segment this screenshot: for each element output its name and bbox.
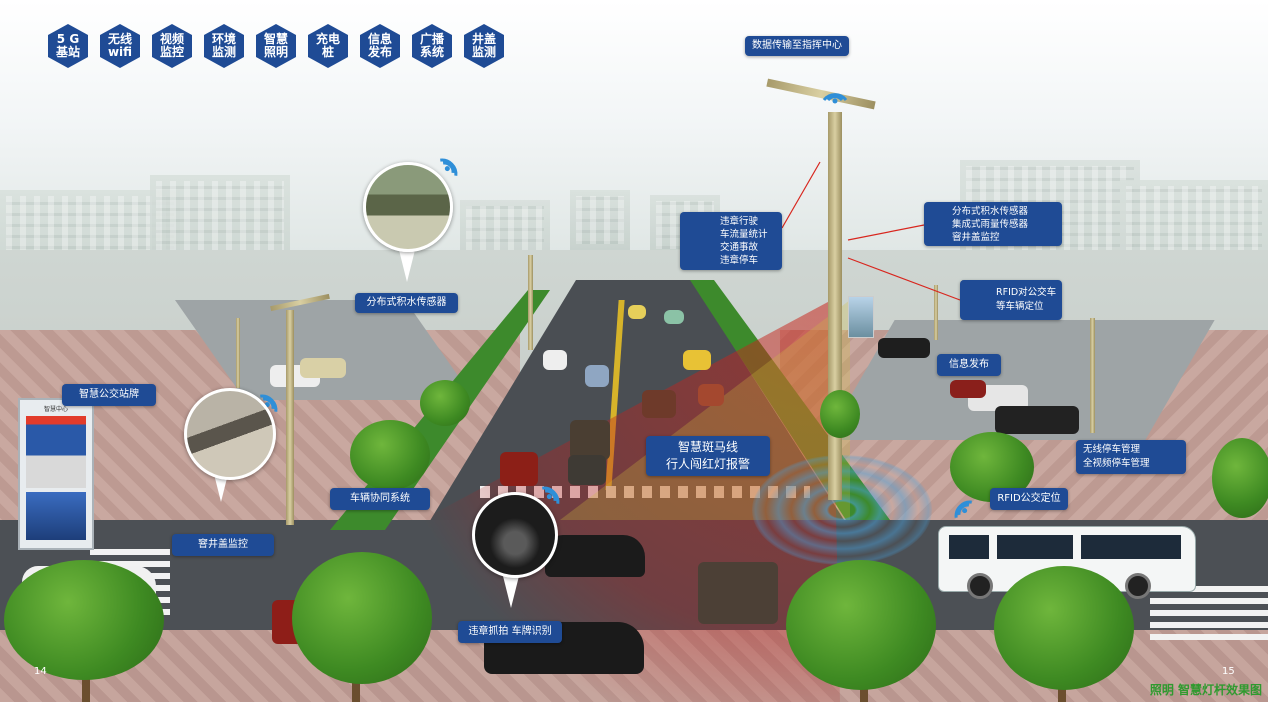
bus-wheel (1125, 573, 1151, 599)
kiosk-screen (26, 416, 86, 488)
car (642, 390, 676, 418)
label-info-release: 信息发布 (937, 354, 1001, 376)
tree (786, 560, 936, 690)
street-pole (236, 318, 240, 388)
wifi-icon (440, 158, 458, 176)
car (698, 384, 724, 406)
connector-line (847, 224, 925, 241)
bubble-pointer (502, 572, 520, 608)
signal-rings (752, 455, 932, 565)
car (664, 310, 684, 324)
street-pole (286, 310, 294, 525)
car (950, 380, 986, 398)
street-pole (934, 285, 938, 340)
car (878, 338, 930, 358)
tree (420, 380, 470, 426)
tree (292, 552, 432, 684)
label-smart-bus-stop: 智慧公交站牌 (62, 384, 156, 406)
bubble-pointer (398, 246, 416, 282)
label-vehicle-coop: 车辆协同系统 (330, 488, 430, 510)
label-sensors: 分布式积水传感器 集成式雨量传感器 窨井盖监控 (924, 202, 1062, 246)
page-number-left: 14 (34, 666, 47, 677)
bus-window (949, 535, 989, 559)
label-rfid-bus-position: RFID公交定位 (990, 488, 1068, 510)
car (543, 350, 567, 370)
label-water-sensor: 分布式积水传感器 (355, 293, 458, 313)
label-smart-crossing: 智慧斑马线 行人闯红灯报警 (646, 436, 770, 476)
license-plate-photo (472, 492, 558, 578)
car (568, 455, 606, 485)
car (995, 406, 1079, 434)
car (570, 420, 610, 460)
label-data-to-command-center: 数据传输至指挥中心 (745, 36, 849, 56)
billboard (848, 296, 874, 338)
label-parking-management: 无线停车管理 全视频停车管理 (1076, 440, 1186, 474)
car (683, 350, 711, 370)
wifi-icon (822, 93, 848, 104)
hex-video-monitoring[interactable]: 视频 监控 (152, 24, 192, 68)
tree (350, 420, 430, 490)
wifi-icon (542, 486, 560, 504)
page-number-right: 15 (1222, 666, 1235, 677)
bus-wheel (967, 573, 993, 599)
tree (1212, 438, 1268, 518)
label-violations: 违章行驶 车流量统计 交通事故 违章停车 (680, 212, 782, 270)
car (300, 358, 346, 378)
car (585, 365, 609, 387)
car (545, 535, 645, 577)
car (628, 305, 646, 319)
brand-footer: 照明 智慧灯杆效果图 (1149, 683, 1262, 697)
tree (4, 560, 164, 680)
flooded-tunnel-photo (363, 162, 453, 252)
label-capture-plate-recognition: 违章抓拍 车牌识别 (458, 621, 562, 643)
bus (938, 526, 1196, 599)
manhole-photo (184, 388, 276, 480)
connector-line (781, 161, 821, 229)
tree (994, 566, 1134, 690)
kiosk-screen (26, 492, 86, 540)
label-rfid-bus: RFID对公交车 等车辆定位 (960, 280, 1062, 320)
street-pole (1090, 318, 1095, 433)
car (698, 562, 778, 624)
bus-stop-kiosk: 智慧中心 (18, 398, 94, 550)
car (500, 452, 538, 486)
hex-environment-monitoring[interactable]: 环境 监测 (204, 24, 244, 68)
kiosk-header: 智慧中心 (43, 406, 68, 413)
label-manhole-monitoring: 窨井盖监控 (172, 534, 274, 556)
wifi-icon (954, 500, 972, 518)
tree (820, 390, 860, 438)
connector-line (847, 257, 961, 301)
building (570, 190, 630, 250)
street-pole (528, 255, 533, 350)
bus-window (1081, 535, 1181, 559)
bus-window (997, 535, 1073, 559)
